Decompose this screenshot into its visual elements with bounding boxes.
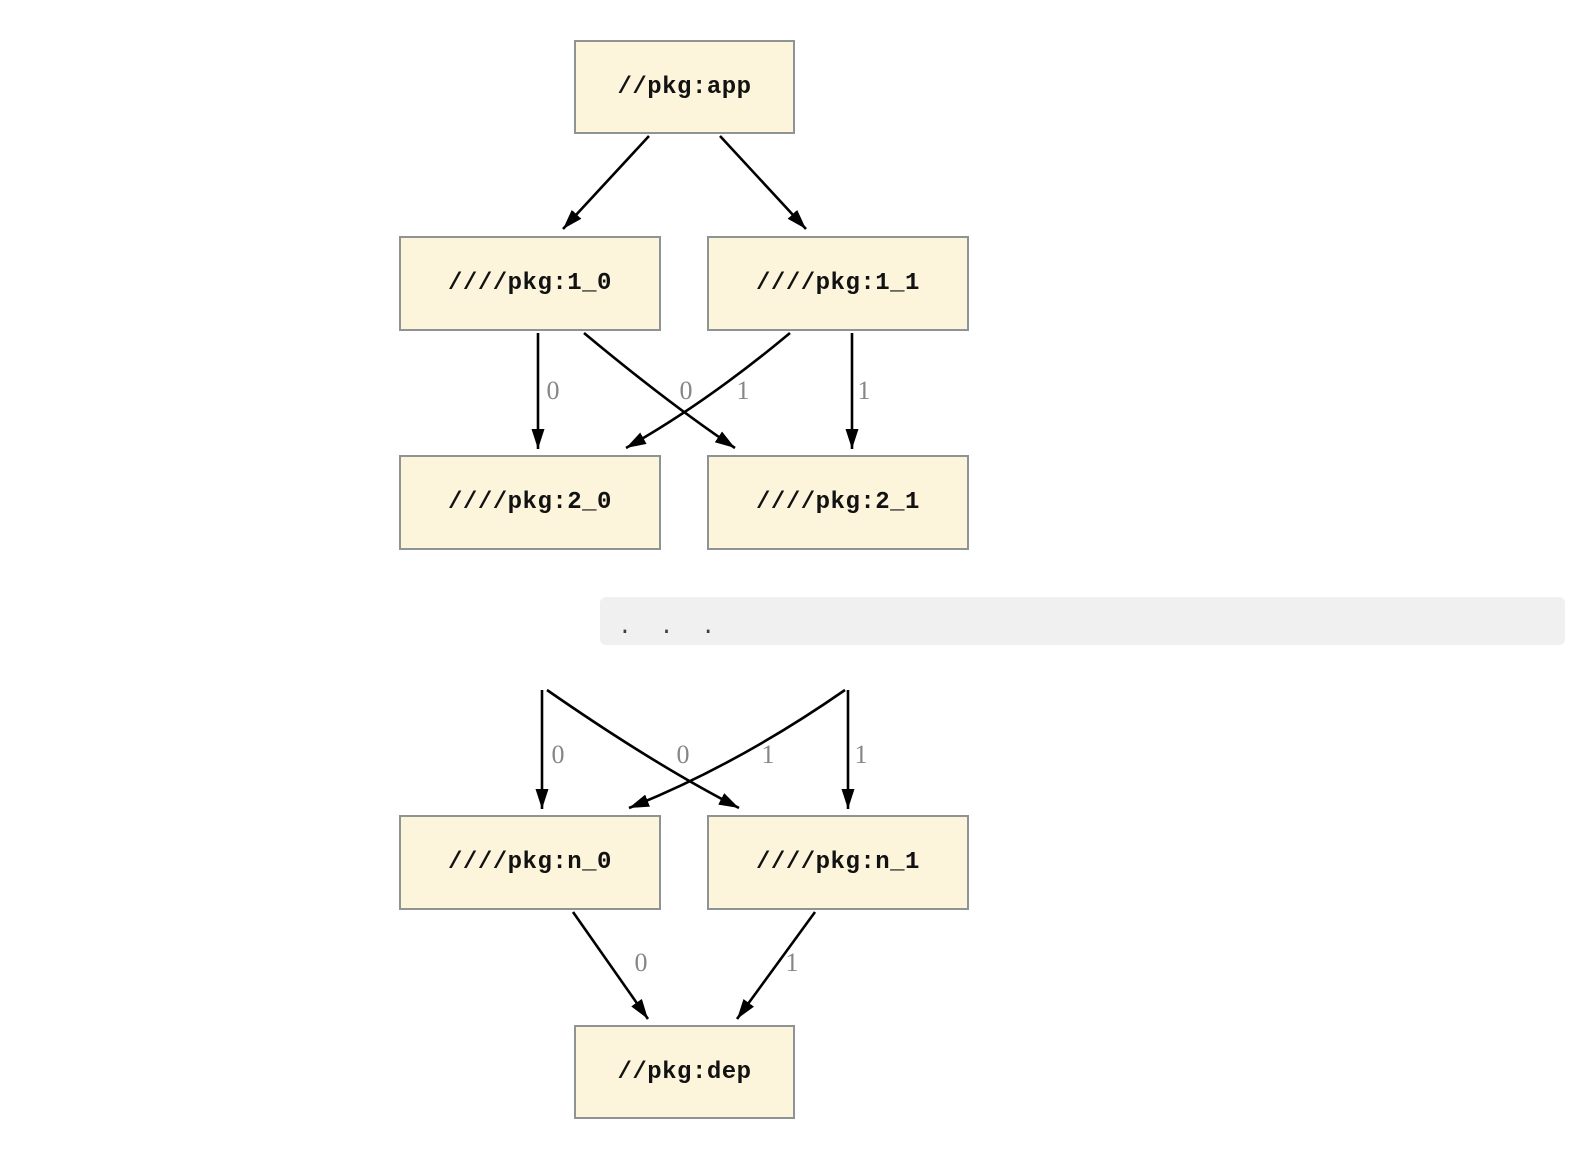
node-pkg-app-label: //pkg:app	[617, 73, 752, 101]
node-pkg-1_0: ////pkg:1_0	[399, 236, 661, 331]
edge-label-1_0-2_1: 1	[736, 376, 750, 405]
node-pkg-dep: //pkg:dep	[574, 1025, 795, 1119]
ellipsis-separator: . . .	[600, 597, 1565, 645]
node-pkg-n_1: ////pkg:n_1	[707, 815, 969, 910]
ellipsis-text: . . .	[618, 614, 723, 640]
node-pkg-app: //pkg:app	[574, 40, 795, 134]
node-pkg-n_0: ////pkg:n_0	[399, 815, 661, 910]
edge-1_1-to-2_0	[625, 332, 791, 450]
edge-label-1_1-2_0: 0	[679, 376, 693, 405]
edge-label-n_1-dep: 1	[785, 948, 799, 977]
edge-label-1_1-2_1: 1	[857, 376, 871, 405]
node-pkg-n_0-label: ////pkg:n_0	[448, 849, 612, 876]
edge-ellipsis-left-to-n_1	[546, 688, 740, 810]
edge-n_1-to-dep	[735, 911, 817, 1020]
node-pkg-n_1-label: ////pkg:n_1	[756, 849, 920, 876]
edge-label-ellipsis-n_1-right: 1	[854, 740, 868, 769]
edge-label-ellipsis-n_0-left: 0	[551, 740, 565, 769]
node-pkg-2_0-label: ////pkg:2_0	[448, 489, 612, 516]
node-pkg-1_1: ////pkg:1_1	[707, 236, 969, 331]
edge-1_0-to-2_1	[583, 332, 736, 450]
edge-label-ellipsis-n_0-mid: 0	[676, 740, 690, 769]
node-pkg-2_0: ////pkg:2_0	[399, 455, 661, 550]
edge-label-ellipsis-n_1-mid: 1	[761, 740, 775, 769]
edge-label-1_0-2_0: 0	[546, 376, 560, 405]
edge-app-to-1_0	[562, 135, 650, 230]
edge-label-n_0-dep: 0	[634, 948, 648, 977]
edge-ellipsis-right-to-n_0	[628, 688, 846, 810]
node-pkg-2_1: ////pkg:2_1	[707, 455, 969, 550]
node-pkg-2_1-label: ////pkg:2_1	[756, 489, 920, 516]
node-pkg-1_0-label: ////pkg:1_0	[448, 270, 612, 297]
edge-app-to-1_1	[719, 135, 807, 230]
node-pkg-1_1-label: ////pkg:1_1	[756, 270, 920, 297]
edge-n_0-to-dep	[571, 911, 650, 1020]
node-pkg-dep-label: //pkg:dep	[617, 1058, 752, 1086]
